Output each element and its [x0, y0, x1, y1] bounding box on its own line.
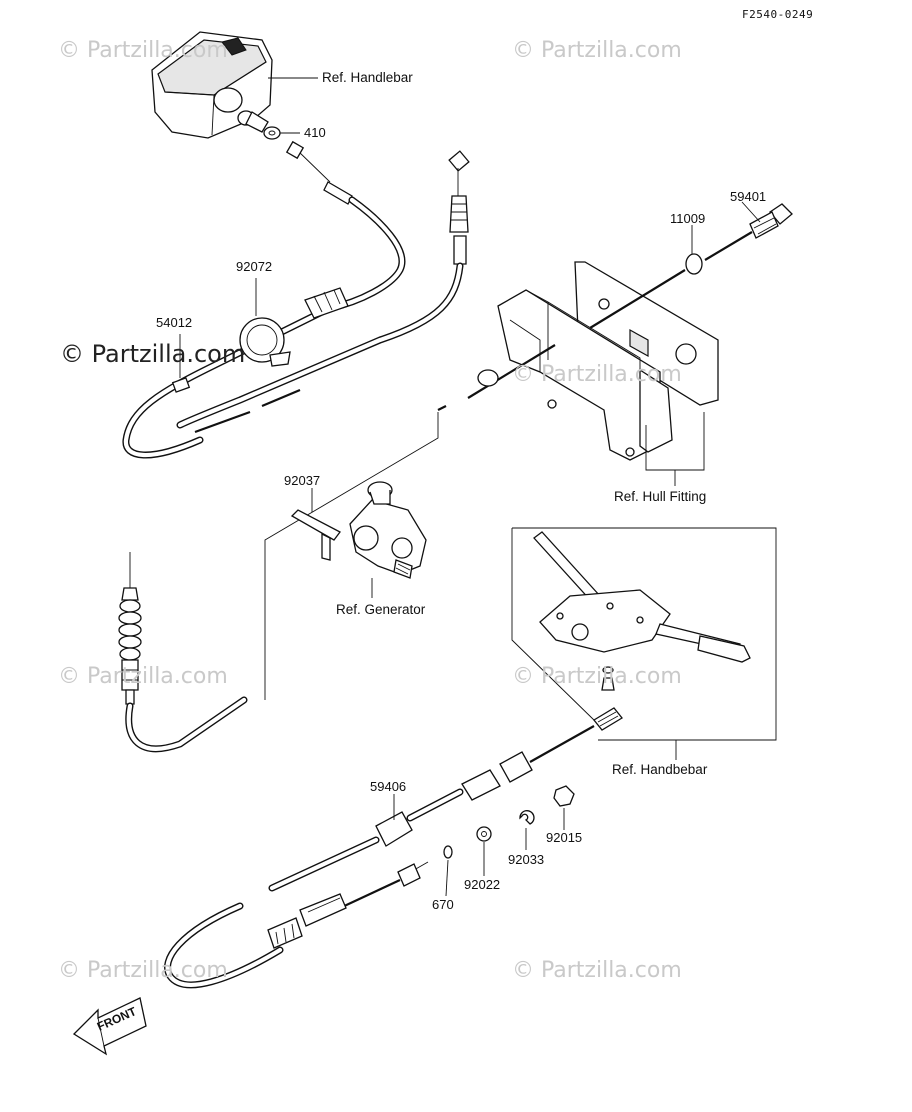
o-ring-670[interactable]	[443, 845, 453, 859]
cable-end-1[interactable]	[285, 140, 305, 160]
label-670[interactable]: 670	[432, 897, 454, 912]
generator[interactable]	[349, 481, 427, 579]
label-92015[interactable]: 92015	[546, 830, 583, 845]
hand-lever-assembly[interactable]	[533, 531, 751, 691]
label-59401[interactable]: 59401	[730, 189, 767, 204]
label-ref-generator[interactable]: Ref. Generator	[336, 602, 426, 617]
handlebar-switch-housing[interactable]	[151, 31, 273, 139]
label-92022[interactable]: 92022	[464, 877, 501, 892]
label-11009[interactable]: 11009	[670, 211, 706, 226]
cable-clip-54012[interactable]	[171, 377, 191, 393]
watermark: © Partzilla.com	[58, 38, 228, 63]
bellows-cable[interactable]	[118, 552, 248, 753]
hull-fitting-bracket[interactable]	[497, 261, 719, 461]
watermark: © Partzilla.com	[512, 38, 682, 63]
watermark: © Partzilla.com	[58, 958, 228, 983]
label-92033[interactable]: 92033	[508, 852, 545, 867]
label-ref-hull-fitting[interactable]: Ref. Hull Fitting	[614, 489, 707, 504]
inner-cable[interactable]	[267, 861, 429, 949]
cable-end-2[interactable]	[448, 150, 470, 172]
leader-ref-hull-fitting	[645, 412, 705, 486]
watermark: © Partzilla.com	[58, 664, 228, 689]
watermark: © Partzilla.com	[512, 362, 682, 387]
nut-92015[interactable]	[553, 785, 575, 807]
control-cable-59406[interactable]	[164, 707, 623, 989]
watermark: © Partzilla.com	[512, 958, 682, 983]
label-92037[interactable]: 92037	[284, 473, 321, 488]
front-arrow	[72, 997, 147, 1056]
washer-92022[interactable]	[476, 826, 492, 842]
choke-cable-59401[interactable]	[437, 203, 793, 411]
cable-clamp-92072[interactable]	[239, 317, 291, 367]
washer-410[interactable]	[263, 126, 281, 140]
bracket-92037[interactable]	[290, 509, 341, 541]
grommet-lower[interactable]	[477, 369, 499, 387]
label-92072[interactable]: 92072	[236, 259, 273, 274]
label-54012[interactable]: 54012	[156, 315, 193, 330]
label-ref-handbebar[interactable]: Ref. Handbebar	[612, 762, 708, 777]
circlip-92033[interactable]	[519, 810, 535, 825]
grommet-11009[interactable]	[685, 253, 703, 275]
label-410[interactable]: 410	[304, 125, 326, 140]
diagram-code: F2540-0249	[742, 8, 814, 21]
watermark: © Partzilla.com	[512, 664, 682, 689]
label-59406[interactable]: 59406	[370, 779, 407, 794]
label-ref-handlebar[interactable]: Ref. Handlebar	[322, 70, 413, 85]
handbebar-frame	[512, 527, 777, 741]
watermark-strong: © Partzilla.com	[60, 340, 246, 368]
